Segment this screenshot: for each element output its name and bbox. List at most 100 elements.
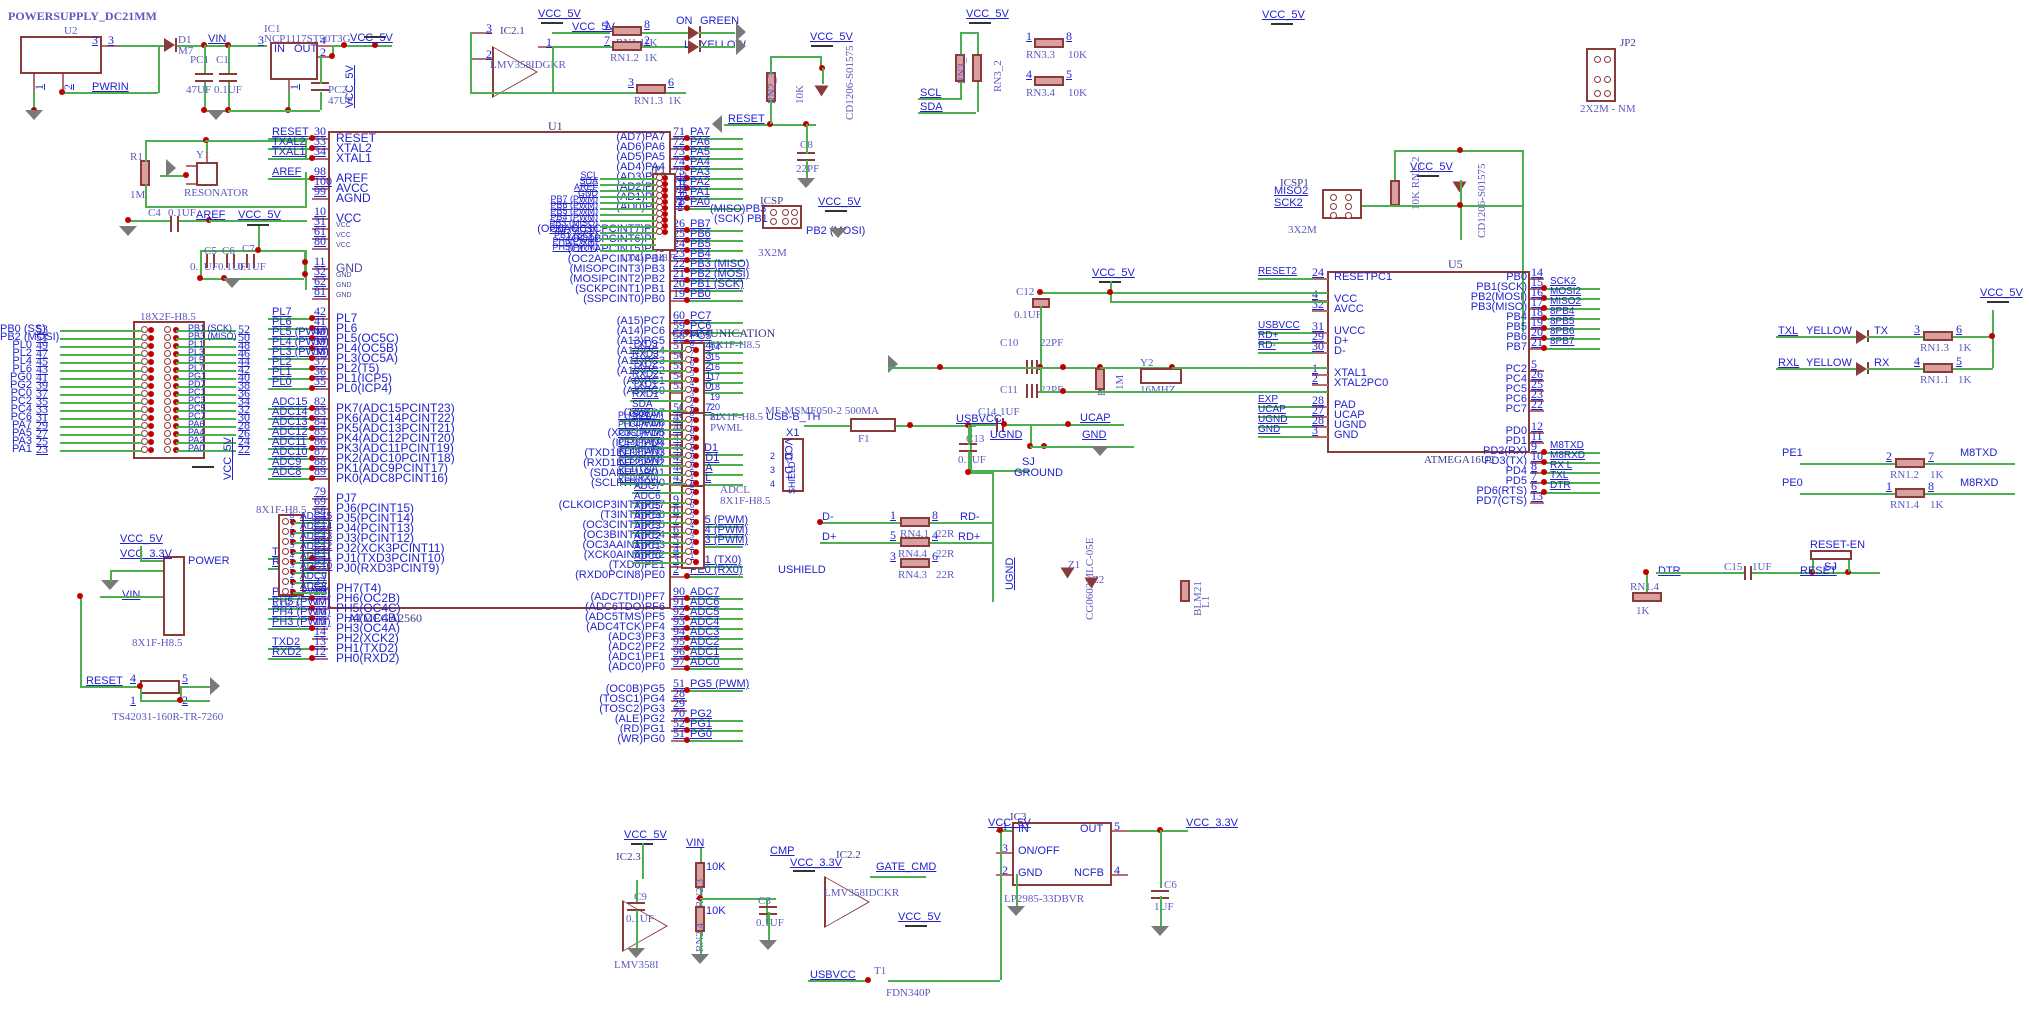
header-pin[interactable] — [141, 374, 148, 381]
header-pin[interactable] — [141, 334, 148, 341]
ic3-out: OUT — [1080, 823, 1104, 835]
pwml-pin[interactable] — [685, 416, 692, 423]
header-pin[interactable] — [141, 398, 148, 405]
u5-left-pin-net: RESET2 — [1258, 266, 1297, 277]
adch-pin[interactable] — [282, 568, 289, 575]
header-pin[interactable] — [164, 326, 171, 333]
adcl-pin[interactable] — [685, 498, 692, 505]
header-pin[interactable] — [164, 350, 171, 357]
reset-en-body[interactable] — [1810, 550, 1852, 560]
header-pin[interactable] — [141, 326, 148, 333]
header-pin[interactable] — [141, 406, 148, 413]
u1-right-pin-num: 94 — [673, 624, 685, 638]
jp1-label: 10X1F-H8.5 — [620, 252, 676, 264]
comm-pin[interactable] — [685, 376, 692, 383]
adch-pin[interactable] — [282, 578, 289, 585]
adcl-pin[interactable] — [685, 538, 692, 545]
jp1-pin-net: PB1 (SCK) — [553, 230, 598, 240]
icsp1-body[interactable] — [1322, 189, 1362, 219]
comm-pin[interactable] — [685, 346, 692, 353]
header-pin[interactable] — [164, 422, 171, 429]
u1-right-pin-name: (WR)PG0 — [617, 733, 665, 745]
header-pin[interactable] — [164, 342, 171, 349]
header-pin[interactable] — [141, 438, 148, 445]
comm-pin[interactable] — [685, 366, 692, 373]
header-pin[interactable] — [164, 406, 171, 413]
power-hdr-label: 8X1F-H8.5 — [132, 637, 183, 649]
c1-val: 0.1UF — [214, 84, 242, 96]
header-pin-num: 30 — [238, 410, 250, 424]
u5-right-pin-num: 20 — [1531, 325, 1543, 339]
u5-right-pin-num: 15 — [1531, 275, 1543, 289]
c9-ref: C9 — [634, 891, 647, 903]
power-header-body[interactable] — [163, 556, 185, 636]
u1-right-pin-num: 5 — [673, 532, 679, 546]
header-pin[interactable] — [164, 366, 171, 373]
ic3-in: IN — [1018, 823, 1029, 835]
ic1-in: IN — [274, 43, 285, 55]
pwml-pin[interactable] — [685, 461, 692, 468]
pwml-pin[interactable] — [685, 434, 692, 441]
header-pin[interactable] — [164, 438, 171, 445]
ic1-ref: IC1 — [264, 23, 281, 35]
header-pin[interactable] — [141, 390, 148, 397]
header-pin[interactable] — [164, 358, 171, 365]
header-pin-num: 40 — [238, 370, 250, 384]
adcl-pin[interactable] — [685, 528, 692, 535]
header-pin[interactable] — [141, 358, 148, 365]
u1-left-pin-name: PL0(ICP4) — [336, 381, 393, 395]
header-pin[interactable] — [141, 422, 148, 429]
u1-left-pin-num: 10 — [314, 204, 326, 218]
u1-left-pin-net: ADC10 — [272, 446, 308, 458]
pwml-pin[interactable] — [685, 425, 692, 432]
u1-right-pin-name: (RXD0PCIN8)PE0 — [575, 569, 665, 581]
header-pin[interactable] — [164, 446, 171, 453]
adch-pin[interactable] — [282, 588, 289, 595]
header-pin-num: 36 — [238, 386, 250, 400]
header-pin[interactable] — [141, 430, 148, 437]
usb-body[interactable] — [782, 438, 804, 492]
pwml-pin-net: PE0(RX0) — [618, 473, 659, 483]
pwml-pin[interactable] — [685, 443, 692, 450]
pwml-pin[interactable] — [685, 452, 692, 459]
header-pin[interactable] — [164, 414, 171, 421]
header-pin[interactable] — [141, 342, 148, 349]
adcl-pin[interactable] — [685, 508, 692, 515]
comm-pin[interactable] — [685, 386, 692, 393]
header-pin[interactable] — [164, 334, 171, 341]
u1-left-pin-num: 37 — [314, 354, 326, 368]
adch-pin[interactable] — [282, 548, 289, 555]
comm-pin[interactable] — [685, 396, 692, 403]
reset-rn14: RN1.4 — [1630, 581, 1660, 593]
comm-pin-net: TXD2 — [632, 359, 658, 370]
u1-left-pin-num: 100 — [314, 174, 332, 188]
ts42031-body[interactable] — [140, 680, 180, 694]
header-pin[interactable] — [141, 366, 148, 373]
adch-pin[interactable] — [282, 538, 289, 545]
adch-pin[interactable] — [282, 528, 289, 535]
header-pin[interactable] — [164, 382, 171, 389]
adcl-pin[interactable] — [685, 548, 692, 555]
adch-pin[interactable] — [282, 518, 289, 525]
adch-pin[interactable] — [282, 558, 289, 565]
header-pin[interactable] — [141, 446, 148, 453]
c13-ref: C13 — [966, 433, 985, 445]
pwml-pin[interactable] — [685, 470, 692, 477]
adcl-pin[interactable] — [685, 518, 692, 525]
header-pin[interactable] — [141, 414, 148, 421]
header-pin-net: PB0 (SS) — [0, 323, 46, 335]
header-pin[interactable] — [141, 382, 148, 389]
header-pin[interactable] — [164, 374, 171, 381]
adcl-pin[interactable] — [685, 558, 692, 565]
adcl-pin[interactable] — [685, 488, 692, 495]
jp2-body[interactable] — [1586, 48, 1616, 102]
header-pin[interactable] — [141, 350, 148, 357]
comm-pin[interactable] — [685, 356, 692, 363]
header-pin[interactable] — [164, 390, 171, 397]
u1-right-pin-net: ADC6 — [690, 596, 720, 608]
u5-left-pin-num: 28 — [1312, 393, 1324, 407]
u1-right-pin-num: 2 — [673, 562, 679, 576]
header-pin[interactable] — [164, 430, 171, 437]
y1-body — [196, 162, 218, 186]
header-pin[interactable] — [164, 398, 171, 405]
